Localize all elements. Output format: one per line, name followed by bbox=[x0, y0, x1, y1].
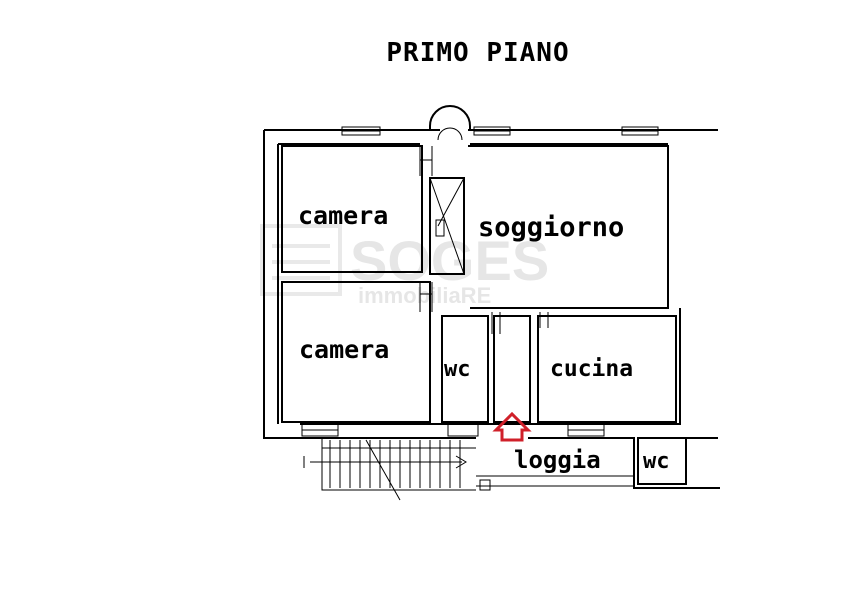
label-camera-bottom: camera bbox=[299, 335, 389, 364]
lower-wall bbox=[300, 308, 720, 489]
label-wc-outer: wc bbox=[643, 449, 670, 474]
room-camera-top: camera bbox=[281, 145, 423, 273]
top-windows bbox=[341, 126, 659, 136]
room-cucina: cucina bbox=[537, 315, 677, 423]
label-cucina: cucina bbox=[550, 356, 633, 382]
room-wc-outer: wc bbox=[637, 437, 718, 485]
label-camera-top: camera bbox=[298, 201, 388, 230]
door-ticks bbox=[419, 146, 549, 334]
room-wc-inner: wc bbox=[441, 315, 489, 423]
watermark-sub: immobiliaRE bbox=[358, 283, 491, 308]
corridor bbox=[493, 315, 531, 423]
entrance-arrow-icon bbox=[492, 411, 532, 442]
room-camera-bottom: camera bbox=[281, 281, 431, 423]
label-wc-inner: wc bbox=[444, 357, 471, 382]
plan-title: PRIMO PIANO bbox=[386, 38, 570, 68]
label-soggiorno: soggiorno bbox=[478, 212, 624, 243]
loggia: loggia bbox=[476, 446, 634, 491]
closet bbox=[429, 177, 465, 275]
outer-walls bbox=[263, 105, 718, 439]
label-loggia: loggia bbox=[514, 446, 601, 474]
room-soggiorno: soggiorno bbox=[468, 145, 669, 309]
staircase bbox=[303, 438, 476, 501]
watermark-logo: SOGES immobiliaRE bbox=[260, 224, 549, 308]
